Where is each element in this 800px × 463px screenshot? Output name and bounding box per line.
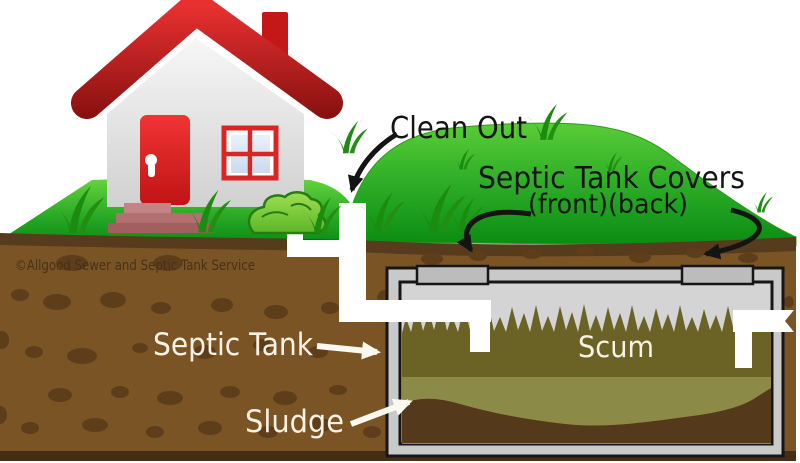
scum-layer bbox=[402, 303, 771, 378]
septic-tank-label: Septic Tank bbox=[153, 327, 313, 363]
tank-cover-back bbox=[680, 264, 755, 286]
pipes bbox=[287, 203, 794, 368]
sludge-layer bbox=[402, 388, 771, 443]
house bbox=[71, 0, 343, 233]
clean-out-arrow bbox=[347, 131, 399, 193]
sewer-pipe bbox=[287, 240, 354, 257]
septic-tank bbox=[385, 264, 785, 458]
sludge-label: Sludge bbox=[245, 404, 344, 440]
septic-tank-arrow bbox=[316, 341, 381, 360]
copyright-text: ©Allgood Sewer and Septic Tank Service bbox=[15, 258, 255, 274]
inlet-pipe bbox=[339, 300, 491, 322]
soil-rocks bbox=[0, 246, 794, 438]
front-cover-arrow bbox=[456, 209, 532, 253]
scum-label: Scum bbox=[578, 330, 654, 364]
bush bbox=[247, 191, 327, 235]
clean-out-label: Clean Out bbox=[390, 111, 527, 146]
door bbox=[140, 115, 190, 205]
inlet-baffle-pipe bbox=[470, 320, 490, 352]
tank-cover-front bbox=[415, 264, 490, 286]
outlet-baffle-pipe bbox=[735, 330, 752, 368]
back-cover-arrow bbox=[703, 207, 762, 260]
outlet-pipe bbox=[733, 310, 794, 332]
annotation-arrows bbox=[316, 131, 762, 427]
front-steps bbox=[108, 203, 214, 233]
covers-subtitle-label: (front)(back) bbox=[528, 189, 688, 220]
soil-top-band bbox=[0, 233, 796, 260]
covers-title-label: Septic Tank Covers bbox=[478, 161, 745, 196]
annotation-labels: Clean Out Septic Tank Covers (front)(bac… bbox=[15, 111, 745, 440]
door-keyhole bbox=[145, 154, 157, 177]
window bbox=[221, 125, 279, 181]
roof bbox=[71, 0, 343, 119]
sludge-arrow bbox=[349, 398, 413, 427]
